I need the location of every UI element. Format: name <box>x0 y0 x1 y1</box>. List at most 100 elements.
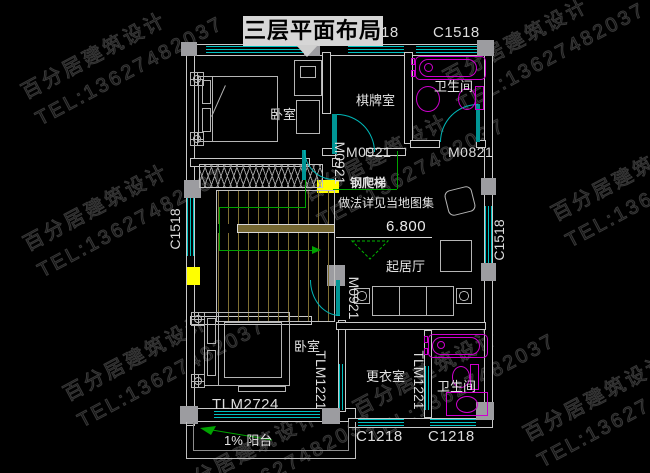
bath-tap <box>411 70 415 77</box>
window-c1518-left <box>187 198 194 256</box>
room-label-bedroom-bottom: 卧室 <box>294 339 321 354</box>
pillow <box>202 108 211 132</box>
room-label-game-room: 棋牌室 <box>356 93 396 108</box>
elevation-value: 6.800 <box>386 218 427 235</box>
dresser-top-item <box>300 66 316 78</box>
window-c1518-right <box>485 206 492 266</box>
bed <box>204 312 290 386</box>
end-table <box>354 288 370 304</box>
nightstand <box>191 312 205 326</box>
column <box>481 263 496 281</box>
green-route-line <box>219 207 306 208</box>
bathtub-drain <box>424 63 433 72</box>
window-c1518-top-left <box>206 46 306 54</box>
wall-dressing-north <box>336 322 486 330</box>
column <box>181 42 197 56</box>
tag-tlm1221-vertical: TLM1221 <box>411 350 427 410</box>
column <box>481 178 496 195</box>
tag-tlm1221-vertical: TLM1221 <box>313 350 329 410</box>
armchair <box>443 184 477 218</box>
bathtub-drain <box>437 341 445 349</box>
table <box>440 240 472 272</box>
wall-gameroom-bathroom <box>404 52 413 144</box>
room-label-dressing-room: 更衣室 <box>366 369 406 384</box>
tag-c1218-b: C1218 <box>428 428 475 445</box>
tag-c1518-right: C1518 <box>491 219 507 261</box>
wall-bathroom-south-a <box>410 140 440 148</box>
sofa <box>372 286 454 316</box>
annotation-ladder-note: 做法详见当地图集 <box>338 196 435 210</box>
page-title: 三层平面布局 <box>243 16 383 46</box>
balcony-outline <box>186 422 356 459</box>
room-label-bathroom-top: 卫生间 <box>434 79 474 94</box>
balcony-inner-line <box>193 422 349 451</box>
window-c1218-b <box>430 419 476 427</box>
pillow <box>207 318 216 344</box>
column <box>180 406 198 424</box>
bathtub <box>428 334 488 358</box>
sink <box>416 86 440 112</box>
window-c1518-top-right <box>416 46 480 54</box>
annotation-balcony: 1% 阳台 <box>224 433 273 448</box>
room-label-bedroom-top: 卧室 <box>270 107 297 122</box>
sliding-door-tlm1221-b <box>425 366 431 410</box>
toilet-tank <box>470 364 479 390</box>
column <box>322 408 340 424</box>
bed-quilt <box>224 322 282 378</box>
end-table <box>456 288 472 304</box>
door-leaf <box>476 104 480 142</box>
tag-m0921-vertical: M0921 <box>346 276 362 320</box>
tag-m0921: M0921 <box>346 144 392 160</box>
nightstand <box>191 374 205 388</box>
bed-headboard-line <box>218 312 219 386</box>
toilet-bowl <box>452 366 470 388</box>
column <box>184 180 201 198</box>
bath-tap <box>424 348 428 355</box>
bathtub-inner <box>432 337 480 355</box>
door-leaf <box>302 150 306 180</box>
elevation-triangle <box>350 240 390 260</box>
window-c1218-a <box>358 419 404 427</box>
pillow <box>207 350 216 376</box>
green-route-line <box>305 161 306 208</box>
sofa-divider <box>426 286 427 316</box>
room-label-bathroom-bottom: 卫生间 <box>437 379 477 394</box>
cabinet <box>296 100 320 134</box>
nightstand <box>190 132 204 146</box>
highlight-block-left <box>187 267 200 285</box>
tag-c1518-top-right: C1518 <box>433 24 480 41</box>
balcony-slope-arrow <box>200 426 273 441</box>
green-route-line <box>219 250 315 251</box>
green-route-line <box>219 207 220 251</box>
wall-bathroom-south-b <box>476 140 486 148</box>
tag-c1218-a: C1218 <box>356 428 403 445</box>
annotation-steel-ladder: 钢爬梯 <box>350 176 387 190</box>
stair-rail <box>237 224 335 233</box>
wall-gameroom-south-b <box>366 148 406 156</box>
bed-bench <box>238 386 286 392</box>
room-label-living-room: 起居厅 <box>386 259 426 274</box>
column <box>477 40 494 56</box>
green-arrow-head <box>312 246 321 254</box>
sliding-door-tlm2724 <box>214 411 320 419</box>
wall-bedroom-gameroom <box>322 52 331 114</box>
sofa-divider <box>399 286 400 316</box>
title-pointer-triangle <box>296 45 318 57</box>
tag-c1518-left: C1518 <box>167 208 183 250</box>
green-route-line <box>397 151 398 189</box>
tag-m0821: M0821 <box>448 144 494 160</box>
bathtub-inner <box>419 59 477 77</box>
tag-m0921-vertical: M0921 <box>332 141 348 185</box>
sliding-door-tlm1221-a <box>339 364 345 410</box>
toilet-tank <box>475 86 484 110</box>
bed-headboard-line <box>212 76 213 142</box>
pillow <box>202 80 211 104</box>
stairwell-outline <box>216 190 335 322</box>
sink <box>456 396 478 413</box>
sink-counter <box>446 392 488 416</box>
green-route-line <box>333 189 397 190</box>
dresser <box>294 60 322 96</box>
door-leaf <box>332 114 337 154</box>
